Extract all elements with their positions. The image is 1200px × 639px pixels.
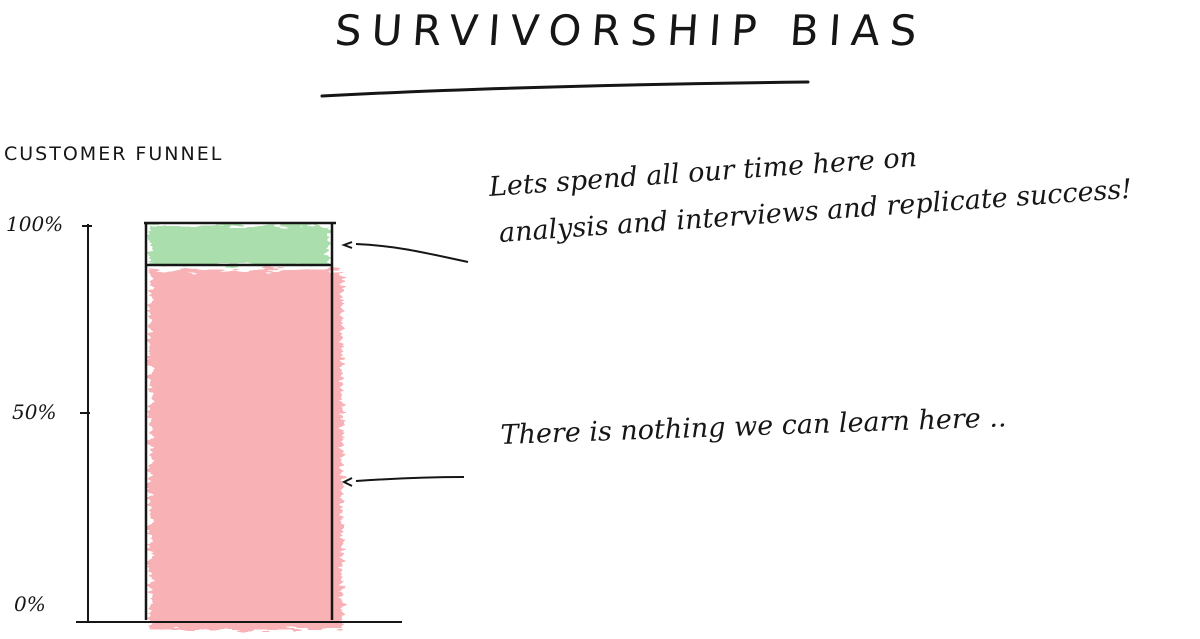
y-tick-label-0: 0% xyxy=(14,592,46,616)
page-title: SURVIVORSHIP BIAS xyxy=(333,6,929,55)
success-pointer xyxy=(341,241,469,263)
y-tick-label-50: 50% xyxy=(12,400,57,424)
segment-success xyxy=(150,226,328,265)
segment-failure xyxy=(150,269,342,630)
failure-pointer xyxy=(341,476,465,487)
chart-subtitle: CUSTOMER FUNNEL xyxy=(4,143,224,165)
y-tick-label-100: 100% xyxy=(6,212,64,236)
title-underline xyxy=(320,80,810,98)
